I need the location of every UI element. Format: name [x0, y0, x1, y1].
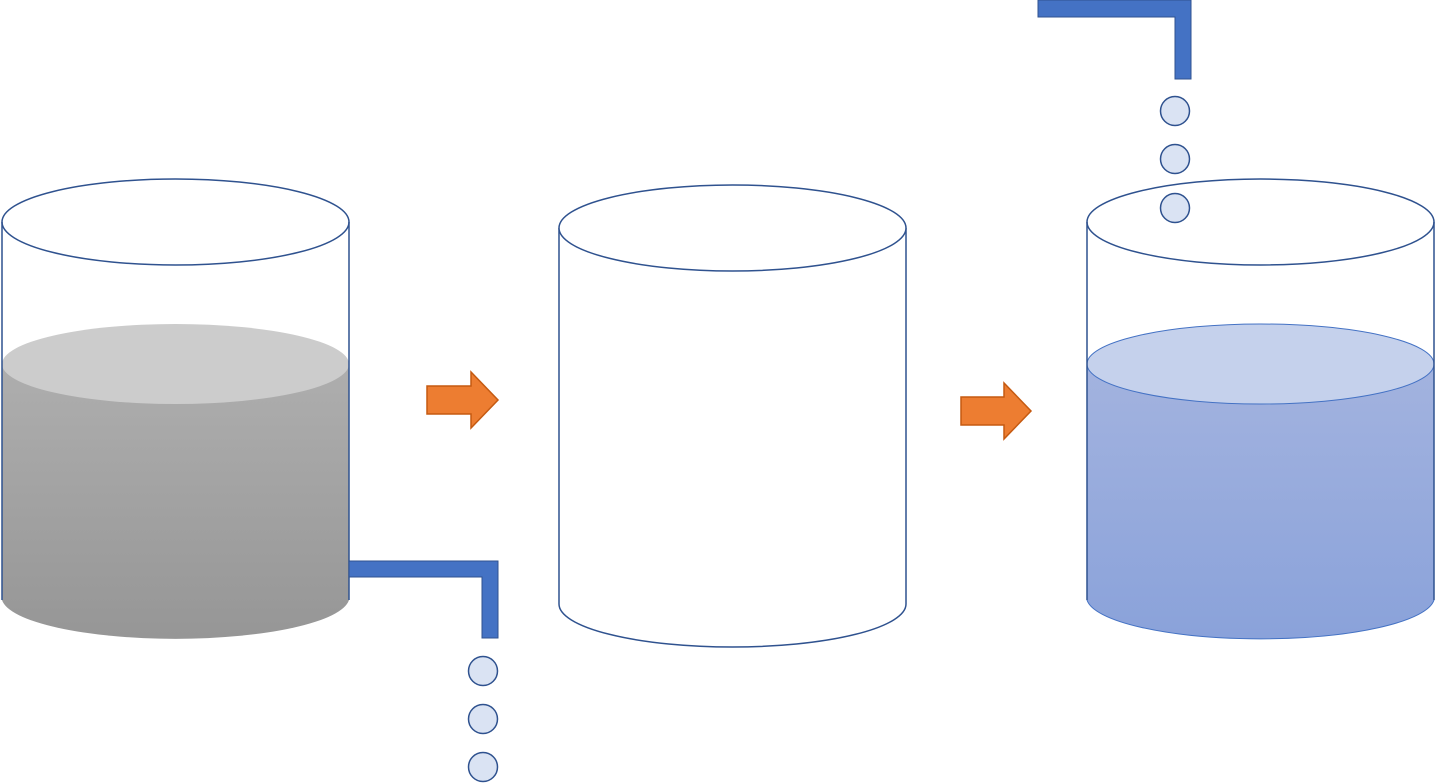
blue-liquid — [1086, 323, 1435, 640]
inlet-drops — [1159, 95, 1191, 224]
drop — [1159, 95, 1191, 127]
right-arrow — [960, 381, 1033, 441]
tank-rim — [558, 184, 907, 272]
source-tank — [1, 178, 350, 639]
grey-liquid — [2, 324, 349, 639]
drop — [467, 751, 499, 783]
empty-tank — [558, 184, 907, 648]
tank-rim — [1086, 178, 1435, 266]
tank-body — [558, 228, 907, 648]
drop — [467, 703, 499, 735]
tank-rim — [1, 178, 350, 266]
filled-tank — [1086, 178, 1435, 640]
outlet-pipe — [348, 560, 499, 639]
inlet-pipe — [1037, 0, 1192, 80]
drop — [467, 655, 499, 687]
drop — [1159, 192, 1191, 224]
right-arrow — [426, 370, 500, 430]
outlet-drops — [467, 655, 499, 783]
drop — [1159, 143, 1191, 175]
